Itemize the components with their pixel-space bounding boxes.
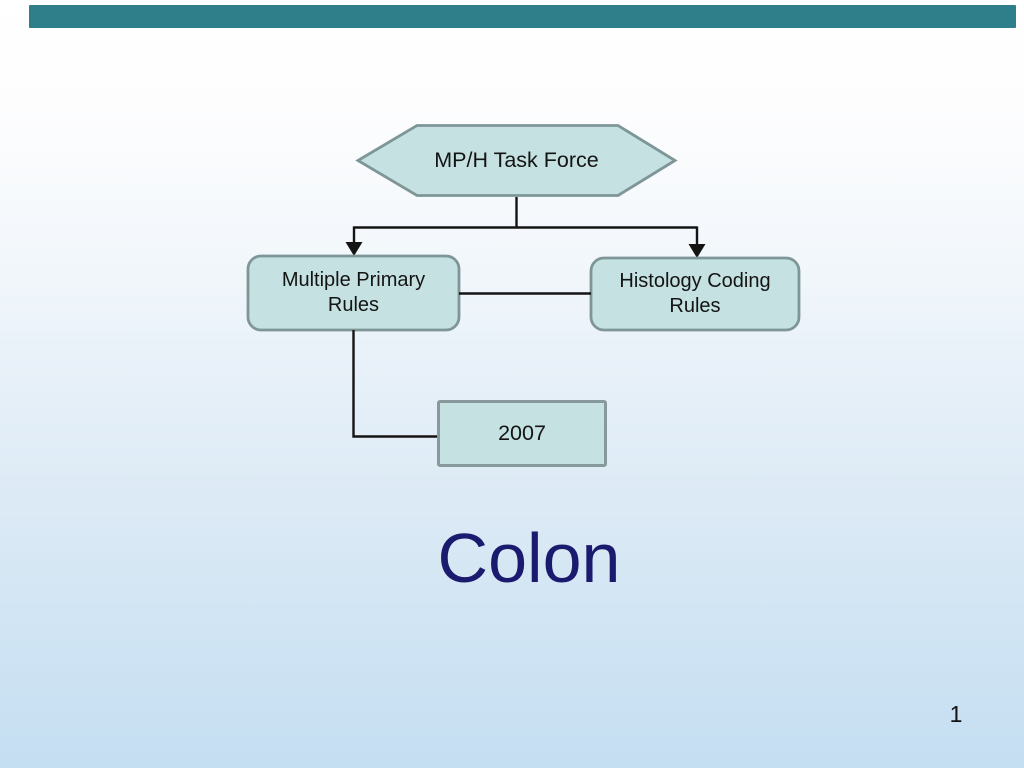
arrowhead-histology-coding bbox=[688, 244, 706, 258]
histology-coding-box bbox=[589, 256, 801, 332]
top-bar bbox=[29, 5, 1016, 28]
connector-task-force-split bbox=[352, 197, 699, 246]
multiple-primary-box bbox=[246, 254, 461, 332]
page-number: 1 bbox=[949, 701, 963, 727]
slide-title: Colon bbox=[437, 519, 621, 597]
arrowhead-multiple-primary bbox=[345, 242, 363, 256]
task-force-hexagon bbox=[355, 124, 678, 197]
year-2007-box bbox=[437, 400, 607, 467]
connector-to-year bbox=[352, 330, 438, 438]
